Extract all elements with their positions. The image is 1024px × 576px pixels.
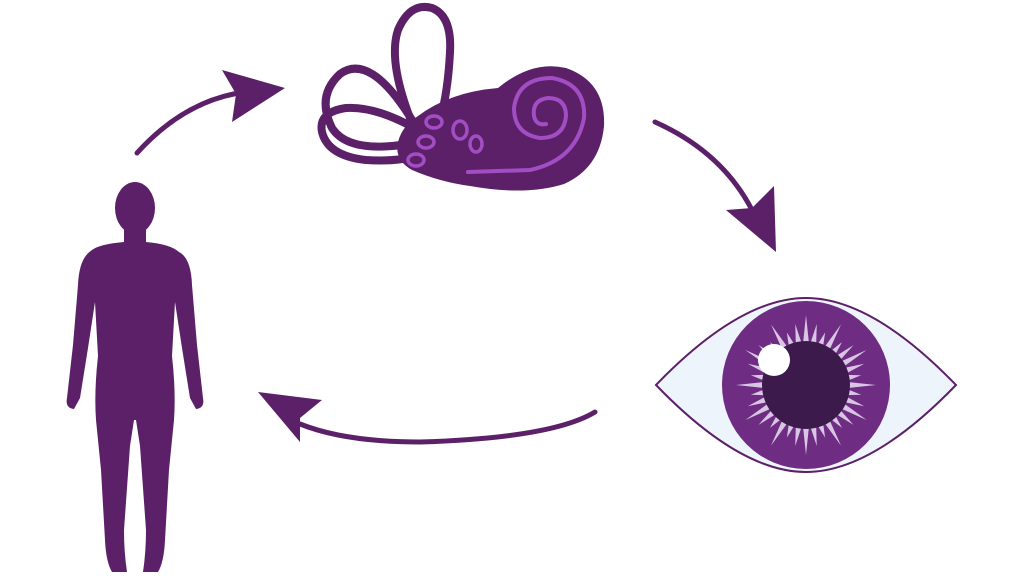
iris-ray [750, 374, 766, 381]
iris-ray [747, 396, 768, 407]
iris-ray [836, 409, 854, 425]
iris-ray [846, 389, 862, 396]
arrow-ear-to-eye [652, 119, 776, 252]
iris-ray [786, 423, 795, 438]
iris-ray [745, 403, 772, 420]
iris-ray [824, 419, 841, 446]
iris-ray [840, 350, 867, 367]
iris-ray [840, 403, 867, 420]
iris-ray [836, 345, 854, 361]
iris-ray [844, 396, 865, 407]
iris-ray [771, 324, 788, 351]
ampulla-ring [416, 134, 436, 150]
inner-ear-icon [317, 3, 605, 191]
body-head [115, 182, 155, 234]
iris-ray [786, 332, 795, 347]
body-torso [66, 242, 204, 572]
iris-ray [750, 389, 766, 396]
iris-ray [846, 374, 862, 381]
iris-ray [803, 315, 809, 344]
iris-ray [795, 323, 802, 345]
ampulla-ring [424, 114, 444, 130]
iris-ray [844, 363, 865, 374]
iris-ray [847, 382, 876, 388]
ampulla-ring [406, 152, 426, 168]
semicircular-canal-superior [390, 3, 455, 124]
iris-ray [810, 323, 817, 345]
ampulla-ring [451, 119, 469, 141]
iris-ray [810, 425, 817, 447]
eye-highlight [758, 344, 790, 376]
iris-ray [817, 332, 826, 347]
human-body-icon [66, 182, 204, 572]
iris-ray [817, 423, 826, 438]
arrow-eye-to-body [258, 392, 598, 445]
cochlea-spiral [466, 75, 587, 174]
semicircular-canal-lateral [317, 103, 422, 165]
iris-ray [771, 419, 788, 446]
iris-ray [736, 382, 765, 388]
eye-icon [654, 296, 958, 474]
iris-ray [795, 425, 802, 447]
arrow-body-to-ear [134, 70, 285, 156]
ampulla-ring [468, 134, 484, 154]
iris-ray [824, 324, 841, 351]
iris-ray [758, 409, 776, 425]
iris-ray [803, 426, 809, 455]
